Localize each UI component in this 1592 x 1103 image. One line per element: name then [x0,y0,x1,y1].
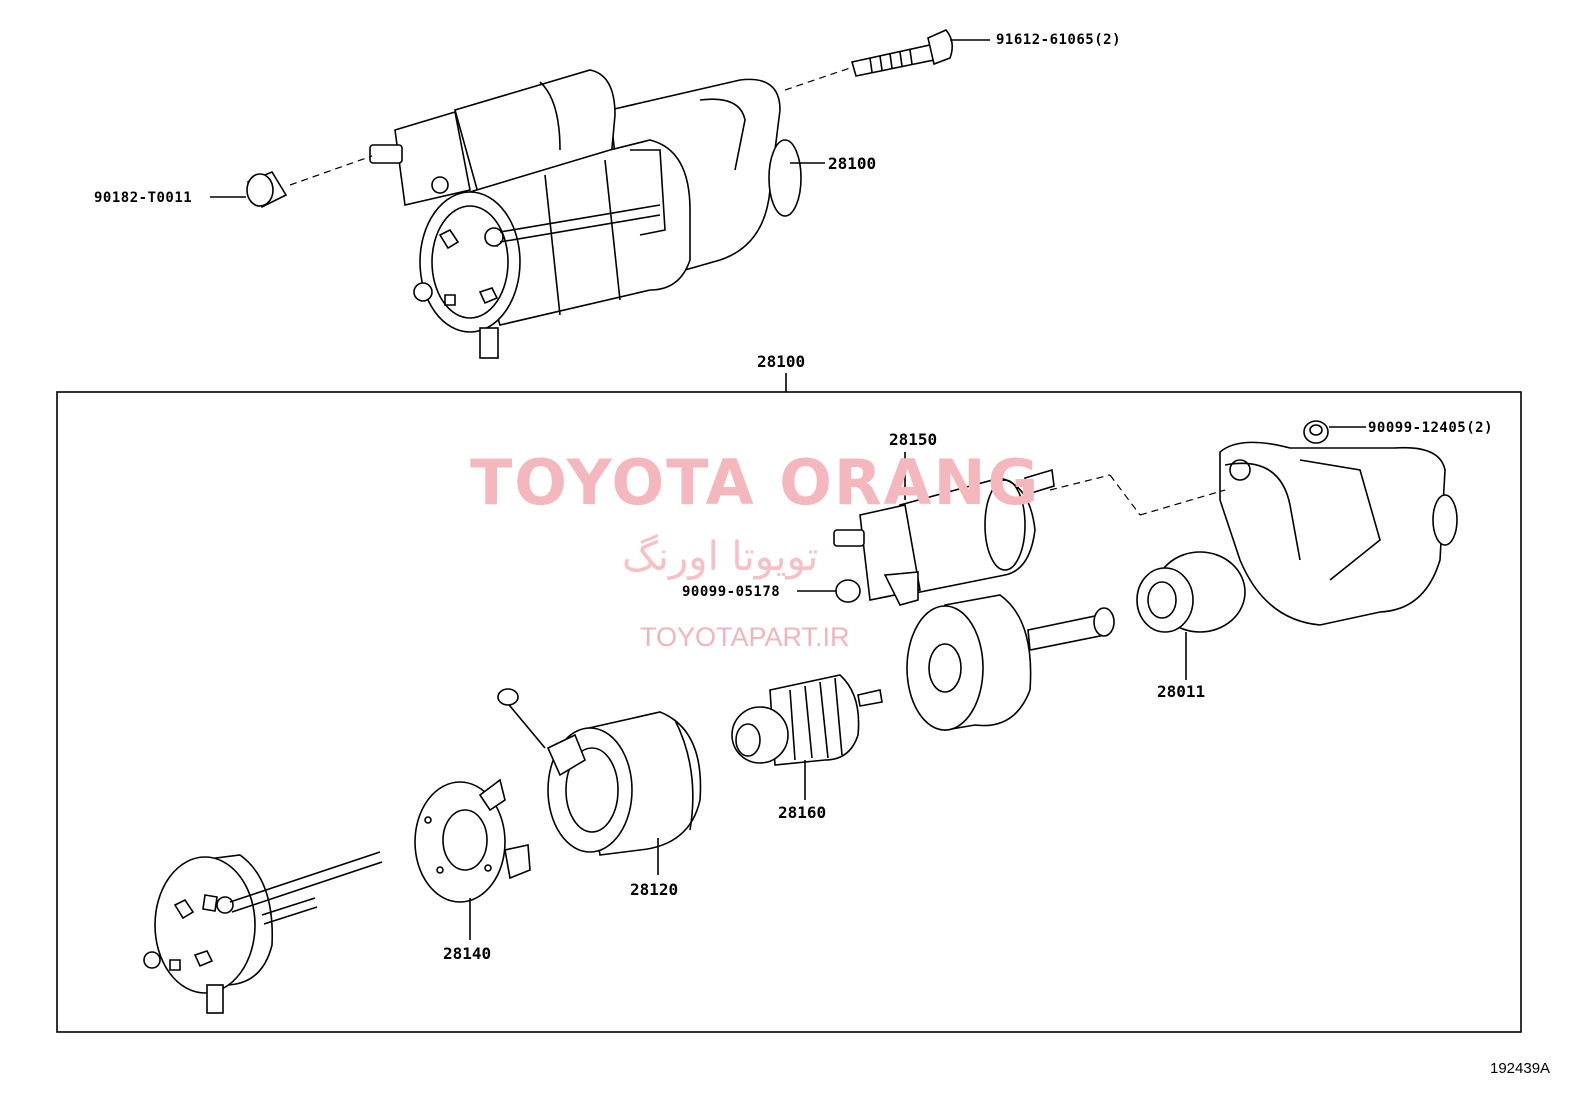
brush-holder-illustration [414,778,531,940]
drive-housing-illustration [1219,441,1458,626]
label-assembly: 28100 [757,352,806,371]
armature-illustration [731,674,883,800]
solenoid-nut-illustration [797,579,861,603]
label-brush-holder: 28140 [443,944,492,963]
watermark-site: TOYOTAPART.IR [640,622,850,652]
label-yoke: 28120 [630,880,679,899]
planetary-gear-illustration [906,594,1115,731]
clutch-illustration [1136,551,1246,680]
label-nut-left: 90182-T0011 [94,190,193,206]
label-bolt: 91612-61065(2) [996,32,1122,48]
end-frame-illustration [143,851,383,1014]
diagram-id: 192439A [1490,1060,1551,1077]
bolt-illustration [850,29,990,77]
solenoid-illustration [833,452,1055,606]
nut-left-illustration [210,170,288,209]
watermark-brand: TOYOTA ORANG [470,446,1041,519]
exploded-view-frame [56,391,1522,1033]
nut-right-illustration [1303,420,1366,444]
watermark-brand-fa: تویوتا اورنگ [622,534,819,580]
label-starter-top: 28100 [828,154,877,173]
label-armature: 28160 [778,803,827,822]
yoke-illustration [497,688,702,875]
label-nut-right: 90099-12405(2) [1368,420,1494,436]
label-solenoid-nut: 90099-05178 [682,584,781,600]
label-solenoid: 28150 [889,430,938,449]
label-clutch: 28011 [1157,682,1206,701]
starter-assembly-illustration [289,67,851,359]
